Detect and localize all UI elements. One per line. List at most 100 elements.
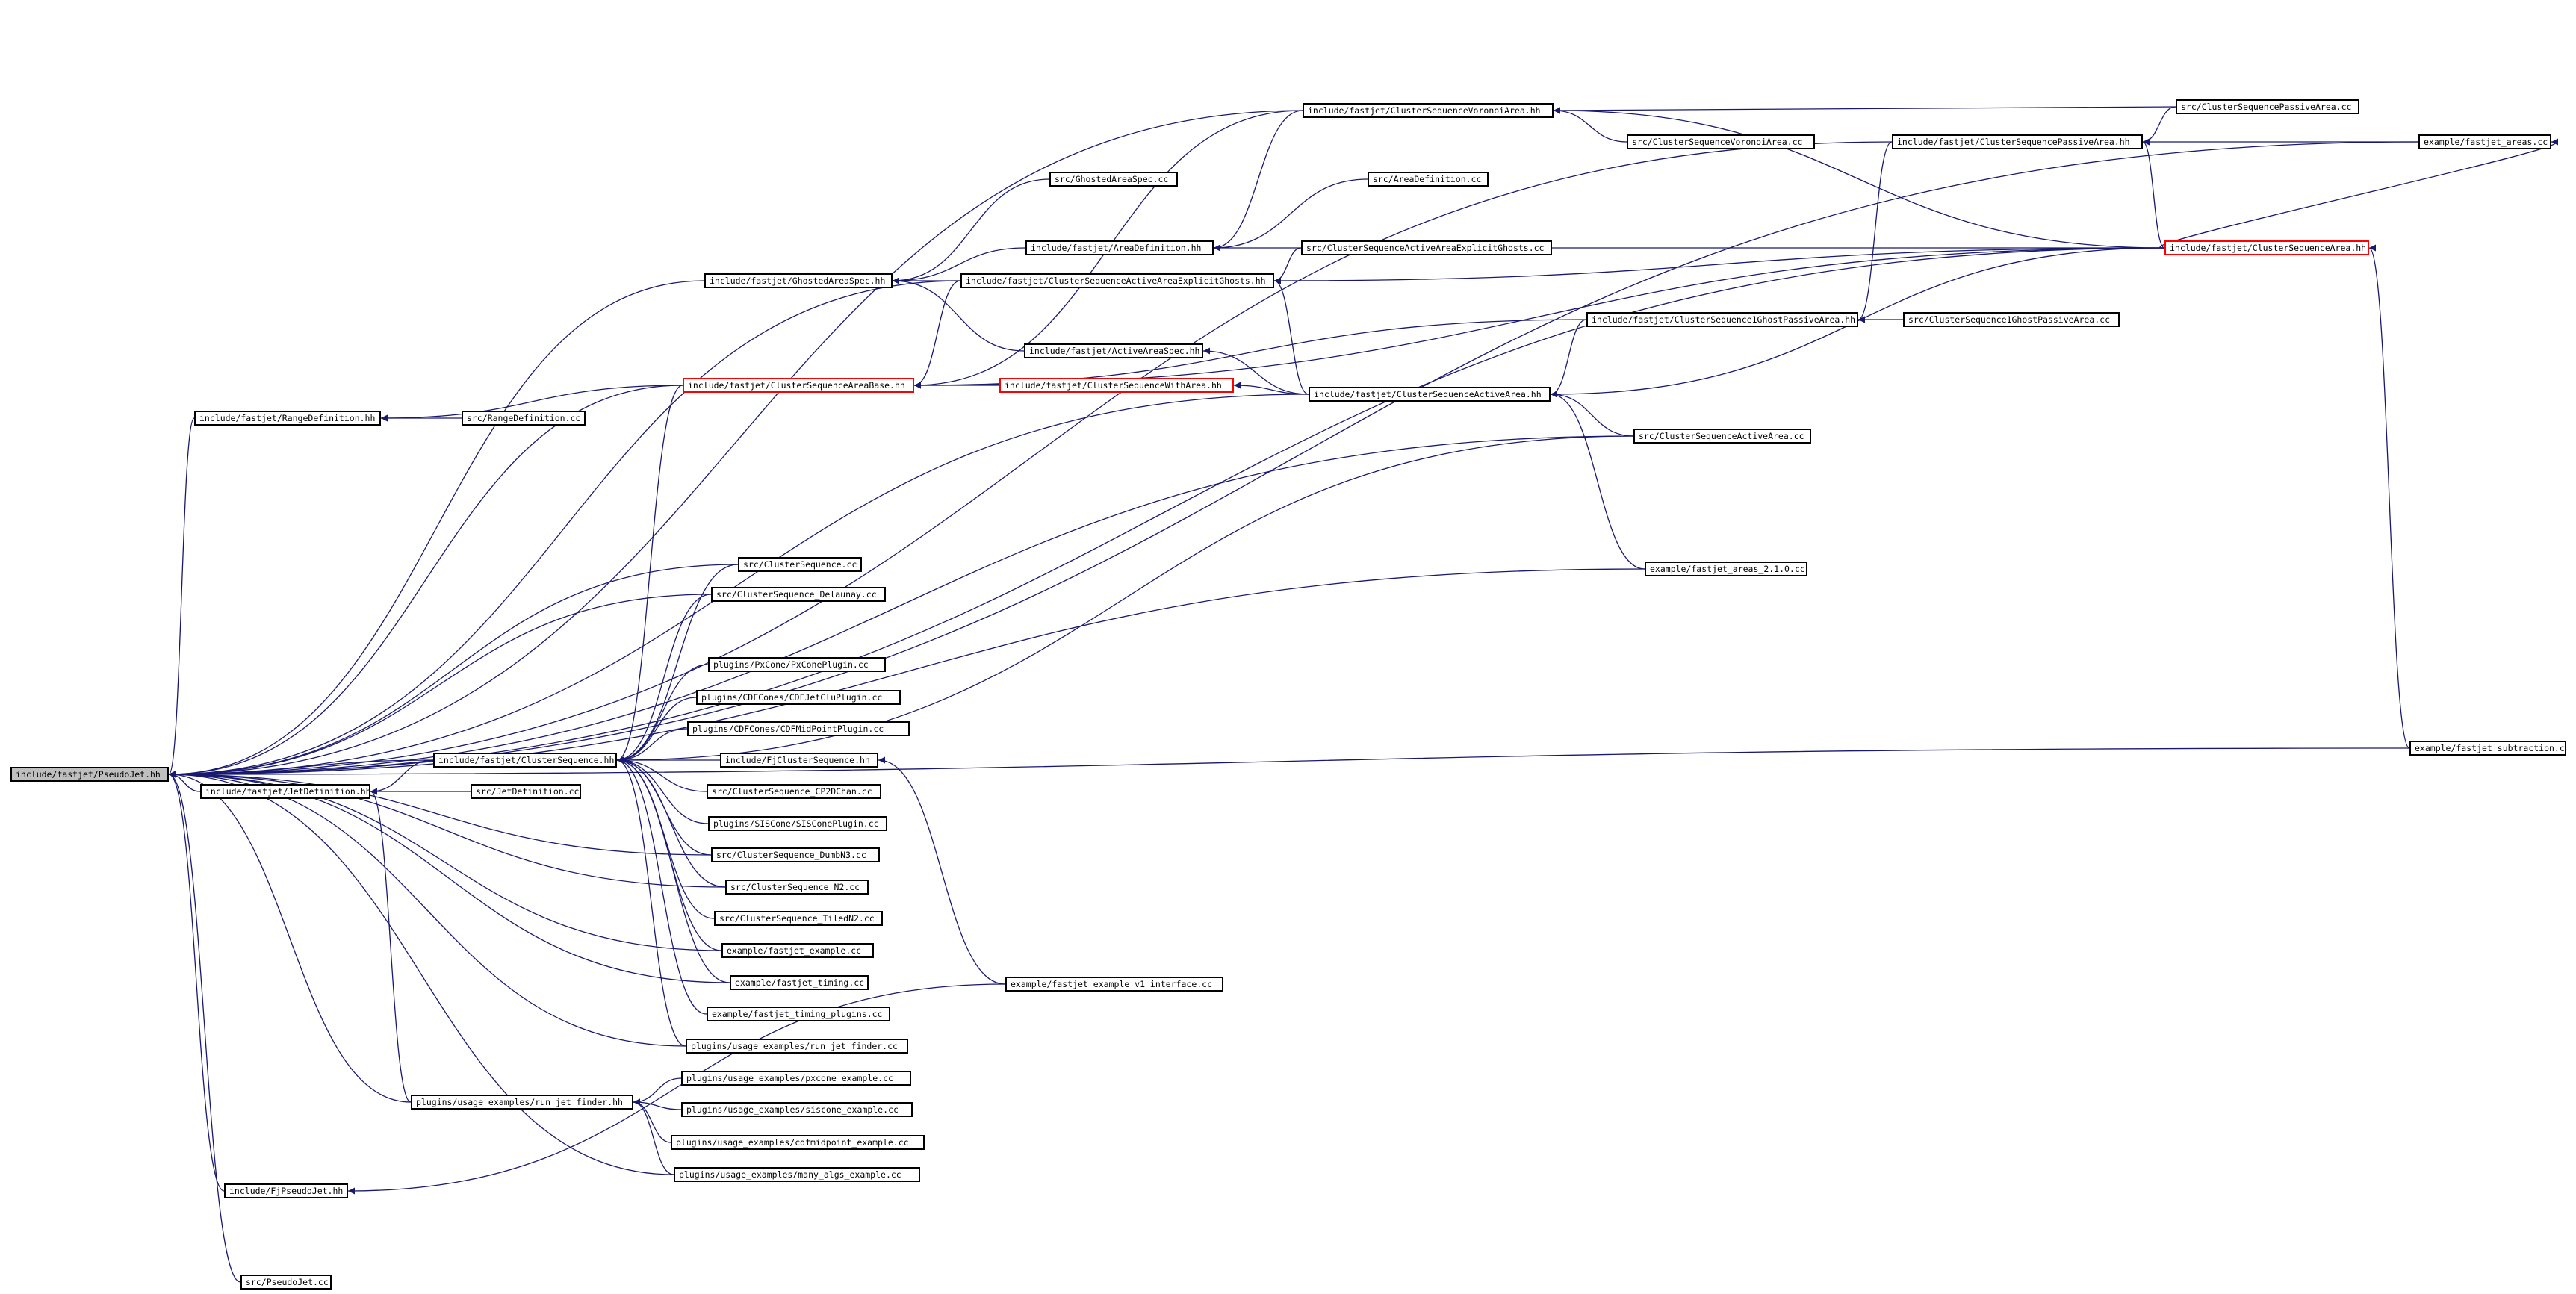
edge-clusterseq_hh-to-jetdefinition_hh	[370, 759, 434, 795]
edge-clusterseq_dumbn3_cc-to-pseudojet_hh	[168, 771, 712, 856]
edge-run_jet_finder_hh-to-pseudojet_hh	[168, 771, 412, 1103]
edge-fastjet_subtraction_cc-to-pseudojet_hh	[168, 747, 2410, 778]
node-include-fastjet-clustersequenceactivearea-hh[interactable]: include/fastjet/ClusterSequenceActiveAre…	[1309, 387, 1551, 402]
node-plugins-cdfcones-cdfmidpointplugin-cc[interactable]: plugins/CDFCones/CDFMidPointPlugin.cc	[687, 721, 910, 736]
node-include-fastjet-activeareaspec-hh[interactable]: include/fastjet/ActiveAreaSpec.hh	[1024, 343, 1203, 358]
node-plugins-usage-examples-run-jet-finder-hh[interactable]: plugins/usage_examples/run_jet_finder.hh	[411, 1095, 633, 1110]
edge-clusterseq_voronoi_hh-to-pseudojet_hh	[168, 110, 1303, 778]
edge-csa_explicit_cc-to-csa_explicit_hh	[1273, 247, 1302, 284]
node-src-clustersequence-cp2dchan-cc[interactable]: src/ClusterSequence_CP2DChan.cc	[707, 784, 881, 799]
node-src-areadefinition-cc[interactable]: src/AreaDefinition.cc	[1368, 172, 1489, 187]
edge-rangedefinition_hh-to-pseudojet_hh	[168, 417, 195, 778]
edge-clusterseq_area_hh-to-clusterseq_voronoi_hh	[1553, 107, 2165, 249]
edge-clusterseq_active_hh-to-activeareaspec_hh	[1202, 347, 1309, 395]
edge-fastjet_areas_cc-to-pseudojet_hh	[168, 141, 2419, 778]
node-include-fjpseudojet-hh[interactable]: include/FjPseudoJet.hh	[224, 1183, 348, 1198]
node-example-fastjet-areas-2-1-0-cc[interactable]: example/fastjet_areas_2.1.0.cc	[1645, 562, 1807, 576]
edge-clusterseq_active_hh-to-csa_explicit_hh	[1273, 277, 1309, 395]
edge-clusterseq_n2_cc-to-clusterseq_hh	[616, 756, 726, 888]
edge-clusterseq_cc-to-pseudojet_hh	[168, 564, 739, 778]
node-include-fastjet-clustersequenceareabase-hh[interactable]: include/fastjet/ClusterSequenceAreaBase.…	[683, 378, 914, 393]
node-include-fastjet-areadefinition-hh[interactable]: include/fastjet/AreaDefinition.hh	[1025, 240, 1214, 255]
edge-clusterseq_n2_cc-to-pseudojet_hh	[168, 771, 726, 888]
node-src-clustersequencepassivearea-cc[interactable]: src/ClusterSequencePassiveArea.cc	[2176, 99, 2359, 114]
node-plugins-usage-examples-cdfmidpoint-example-cc[interactable]: plugins/usage_examples/cdfmidpoint_examp…	[671, 1135, 925, 1150]
edge-ghostedareaspec_hh-to-pseudojet_hh	[168, 280, 705, 778]
edge-fastjet_example_v1_cc-to-fjpseudojet_hh	[347, 983, 1006, 1195]
edge-fastjet_timing_plugins_cc-to-clusterseq_hh	[616, 756, 707, 1015]
node-plugins-cdfcones-cdfjetcluplugin-cc[interactable]: plugins/CDFCones/CDFJetCluPlugin.cc	[696, 690, 901, 705]
edge-clusterseq_areabase_hh-to-pseudojet_hh	[168, 385, 683, 778]
edge-cdfjetcluplugin_cc-to-clusterseq_hh	[616, 697, 697, 764]
node-include-fastjet-ghostedareaspec-hh[interactable]: include/fastjet/GhostedAreaSpec.hh	[704, 273, 893, 288]
edge-clusterseq_area_hh-to-fastjet_areas_cc	[2159, 138, 2559, 249]
node-src-clustersequence-n2-cc[interactable]: src/ClusterSequence_N2.cc	[725, 880, 869, 895]
edge-fastjet_example_v1_cc-to-fjclusterseq_hh	[878, 756, 1006, 985]
edge-clusterseq_delaunay_cc-to-clusterseq_hh	[616, 594, 712, 764]
edge-clusterseq_area_hh-to-pseudojet_hh	[168, 247, 2165, 778]
node-example-fastjet-timing-plugins-cc[interactable]: example/fastjet_timing_plugins.cc	[707, 1007, 890, 1021]
edge-fastjet_example_cc-to-pseudojet_hh	[168, 771, 722, 951]
node-include-fjclustersequence-hh[interactable]: include/FjClusterSequence.hh	[720, 753, 878, 768]
edge-clusterseq_passive_cc-to-clusterseq_passive_hh	[2142, 106, 2176, 146]
node-example-fastjet-areas-cc[interactable]: example/fastjet_areas.cc	[2418, 134, 2551, 149]
node-include-fastjet-clustersequencearea-hh[interactable]: include/fastjet/ClusterSequenceArea.hh	[2164, 240, 2369, 255]
edge-fjpseudojet_hh-to-pseudojet_hh	[168, 771, 225, 1192]
edge-areadefinition_cc-to-areadefinition_hh	[1213, 178, 1368, 252]
node-src-rangedefinition-cc[interactable]: src/RangeDefinition.cc	[462, 411, 586, 426]
edge-sisconeplugin_cc-to-clusterseq_hh	[616, 756, 709, 824]
node-include-fastjet-clustersequence-hh[interactable]: include/fastjet/ClusterSequence.hh	[433, 753, 617, 768]
edge-clusterseq_areabase_hh-to-clusterseq_hh	[616, 385, 683, 764]
edge-clusterseq_areabase_hh-to-rangedefinition_hh	[380, 385, 683, 422]
node-src-pseudojet-cc[interactable]: src/PseudoJet.cc	[240, 1275, 332, 1290]
node-include-fastjet-clustersequencevoronoiarea-hh[interactable]: include/fastjet/ClusterSequenceVoronoiAr…	[1303, 103, 1554, 118]
edge-clusterseq_hh-to-pseudojet_hh	[168, 759, 434, 778]
edge-cdfmidpointplugin_cc-to-clusterseq_hh	[616, 728, 688, 764]
edge-fastjet_areas_210_cc-to-pseudojet_hh	[168, 568, 1645, 778]
node-plugins-siscone-sisconeplugin-cc[interactable]: plugins/SISCone/SISConePlugin.cc	[708, 816, 887, 831]
node-example-fastjet-timing-cc[interactable]: example/fastjet_timing.cc	[730, 975, 869, 990]
node-plugins-usage-examples-run-jet-finder-cc[interactable]: plugins/usage_examples/run_jet_finder.cc	[686, 1039, 908, 1054]
node-src-jetdefinition-cc[interactable]: src/JetDefinition.cc	[471, 784, 581, 799]
node-src-clustersequence-cc[interactable]: src/ClusterSequence.cc	[738, 557, 862, 572]
node-include-fastjet-clustersequenceactiveareaexplicitghosts-hh[interactable]: include/fastjet/ClusterSequenceActiveAre…	[960, 273, 1274, 288]
node-example-fastjet-example-cc[interactable]: example/fastjet_example.cc	[721, 943, 874, 958]
edge-clusterseq_voronoi_hh-to-areadefinition_hh	[1213, 110, 1303, 252]
node-example-fastjet-example-v1-interface-cc[interactable]: example/fastjet_example_v1_interface.cc	[1005, 977, 1223, 992]
node-example-fastjet-subtraction-cc[interactable]: example/fastjet_subtraction.cc	[2409, 741, 2566, 756]
node-include-fastjet-jetdefinition-hh[interactable]: include/fastjet/JetDefinition.hh	[200, 784, 370, 799]
node-src-clustersequence-tiledn2-cc[interactable]: src/ClusterSequence_TiledN2.cc	[714, 911, 883, 926]
edge-clusterseq_cp2dchan_cc-to-clusterseq_hh	[616, 756, 707, 792]
edge-many_algs_example_cc-to-pseudojet_hh	[168, 771, 674, 1175]
node-include-fastjet-clustersequencewitharea-hh[interactable]: include/fastjet/ClusterSequenceWithArea.…	[999, 378, 1234, 393]
edge-cs1ghost_hh-to-clusterseq_areabase_hh	[913, 319, 1587, 389]
edge-clusterseq_passive_hh-to-cs1ghost_hh	[1857, 141, 1893, 323]
edge-clusterseq_cc-to-clusterseq_hh	[616, 564, 739, 764]
node-include-fastjet-rangedefinition-hh[interactable]: include/fastjet/RangeDefinition.hh	[194, 411, 381, 426]
edge-csa_explicit_hh-to-clusterseq_areabase_hh	[913, 280, 961, 389]
node-src-clustersequenceactiveareaexplicitghosts-cc[interactable]: src/ClusterSequenceActiveAreaExplicitGho…	[1301, 240, 1552, 255]
edge-clusterseq_passive_hh-to-pseudojet_hh	[168, 141, 1893, 778]
node-include-fastjet-clustersequence1ghostpassivearea-hh[interactable]: include/fastjet/ClusterSequence1GhostPas…	[1586, 312, 1858, 327]
edge-pxcone_example_cc-to-run_jet_finder_hh	[633, 1077, 682, 1106]
node-src-clustersequence1ghostpassivearea-cc[interactable]: src/ClusterSequence1GhostPassiveArea.cc	[1903, 312, 2120, 327]
edge-clusterseq_area_hh-to-csa_explicit_hh	[1273, 247, 2165, 284]
node-src-ghostedareaspec-cc[interactable]: src/GhostedAreaSpec.cc	[1049, 172, 1178, 187]
node-plugins-pxcone-pxconeplugin-cc[interactable]: plugins/PxCone/PxConePlugin.cc	[708, 657, 886, 672]
node-plugins-usage-examples-siscone-example-cc[interactable]: plugins/usage_examples/siscone_example.c…	[681, 1102, 913, 1117]
node-src-clustersequence-delaunay-cc[interactable]: src/ClusterSequence_Delaunay.cc	[711, 587, 886, 602]
node-src-clustersequenceactivearea-cc[interactable]: src/ClusterSequenceActiveArea.cc	[1633, 429, 1811, 444]
edge-fastjet_timing_cc-to-clusterseq_hh	[616, 756, 730, 983]
node-src-clustersequencevoronoiarea-cc[interactable]: src/ClusterSequenceVoronoiArea.cc	[1627, 134, 1815, 149]
node-include-fastjet-pseudojet-hh[interactable]: include/fastjet/PseudoJet.hh	[10, 767, 169, 782]
node-src-clustersequence-dumbn3-cc[interactable]: src/ClusterSequence_DumbN3.cc	[711, 847, 880, 862]
edge-run_jet_finder_cc-to-clusterseq_hh	[616, 756, 686, 1047]
edge-csa_explicit_hh-to-pseudojet_hh	[168, 280, 961, 778]
edge-clusterseq_delaunay_cc-to-pseudojet_hh	[168, 594, 712, 778]
edge-clusterseq_active_hh-to-pseudojet_hh	[168, 394, 1309, 778]
node-plugins-usage-examples-many-algs-example-cc[interactable]: plugins/usage_examples/many_algs_example…	[674, 1167, 920, 1182]
node-include-fastjet-clustersequencepassivearea-hh[interactable]: include/fastjet/ClusterSequencePassiveAr…	[1892, 134, 2143, 149]
node-plugins-usage-examples-pxcone-example-cc[interactable]: plugins/usage_examples/pxcone_example.cc	[681, 1071, 911, 1086]
